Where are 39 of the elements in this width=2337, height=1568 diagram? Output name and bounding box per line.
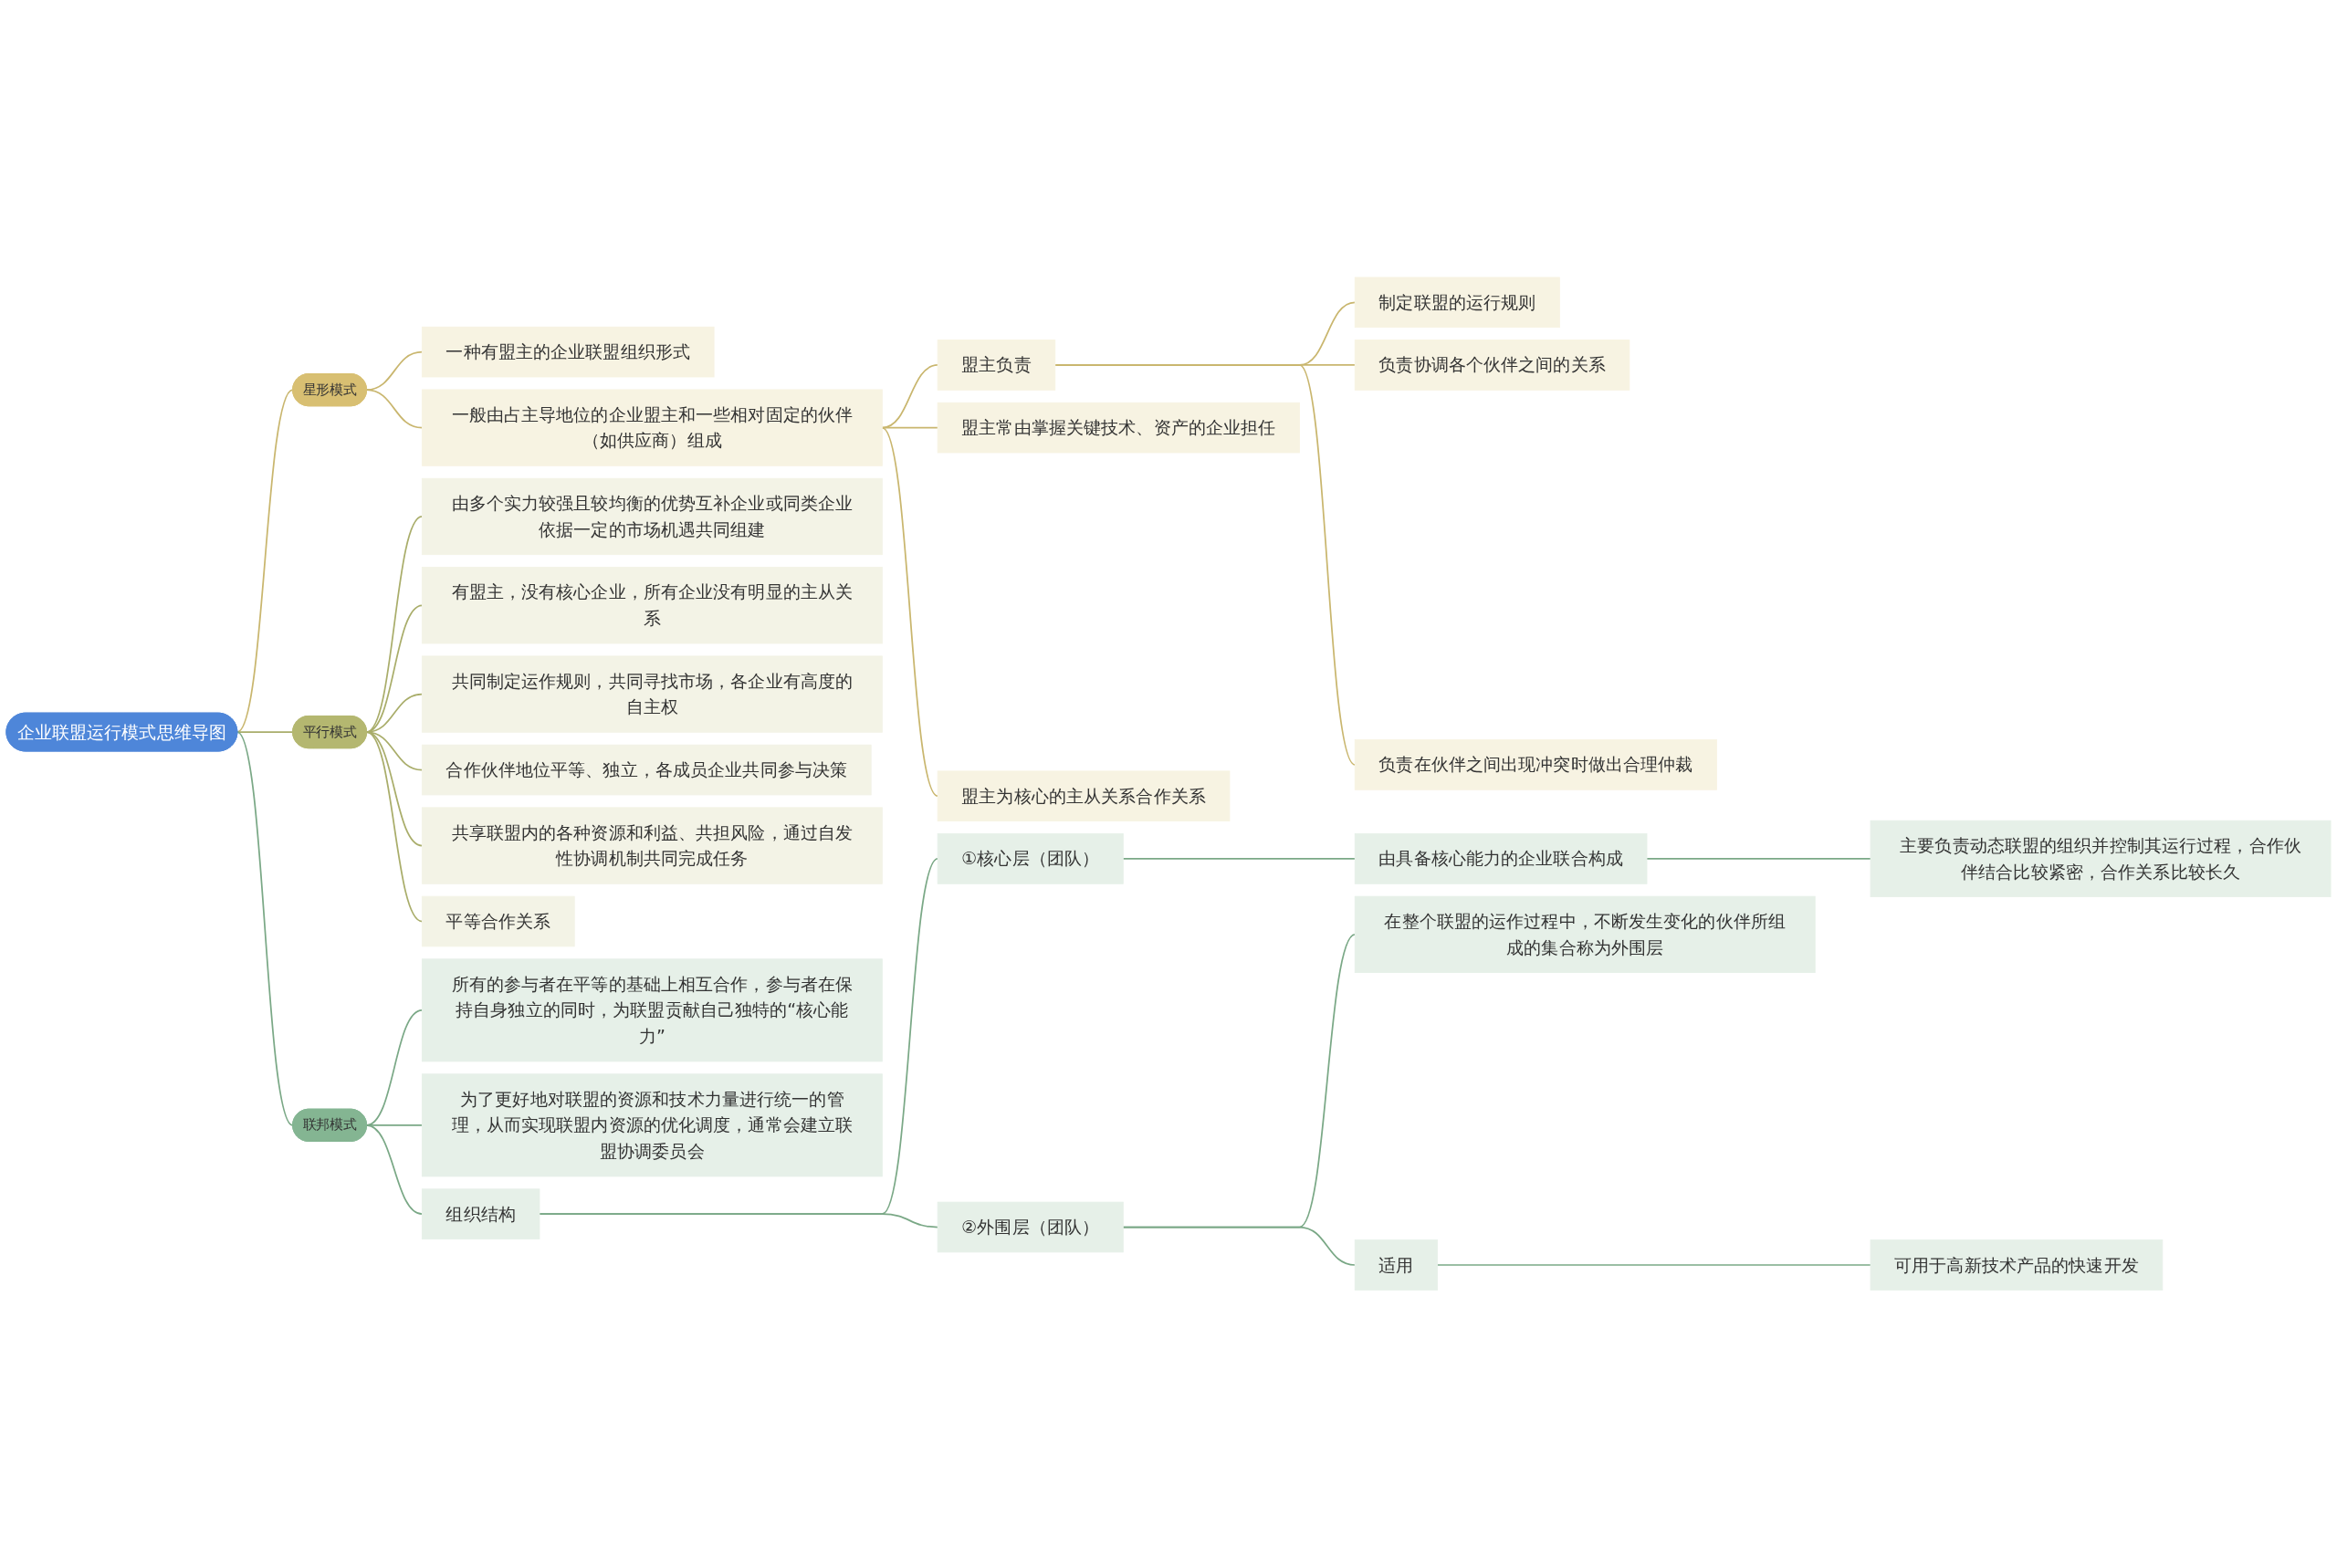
connector [236,731,294,1127]
connector [1122,858,1357,861]
node-box: 负责在伙伴之间出现冲突时做出合理仲裁 [1354,739,1717,791]
node-box: 制定联盟的运行规则 [1354,277,1560,329]
connector [1436,1264,1871,1267]
node-box: 共同制定运作规则，共同寻找市场，各企业有高度的自主权 [421,655,883,734]
connector [365,389,424,429]
connector [365,731,424,923]
node-box: 在整个联盟的运作过程中，不断发生变化的伙伴所组成的集合称为外围层 [1354,896,1816,974]
node-box: 一种有盟主的企业联盟组织形式 [421,327,715,378]
connector [881,364,939,429]
node-box: 组织结构 [421,1188,540,1240]
node-box: 适用 [1354,1239,1439,1291]
node-box: 由具备核心能力的企业联合构成 [1354,833,1648,885]
connector [365,1124,424,1216]
connector [1053,364,1357,767]
connector [881,427,939,798]
node-box: 盟主常由掌握关键技术、资产的企业担任 [937,402,1300,454]
connector [539,1213,939,1228]
connector [236,389,294,734]
node-box: 为了更好地对联盟的资源和技术力量进行统一的管理，从而实现联盟内资源的优化调度，通常会建立联盟协调委员会 [421,1073,883,1177]
node-box: 由多个实力较强且较均衡的优势互补企业或同类企业依据一定的市场机遇共同组建 [421,478,883,556]
connector [236,731,294,734]
node-box: 负责协调各个伙伴之间的关系 [1354,340,1630,392]
node-box: 有盟主，没有核心企业，所有企业没有明显的主从关系 [421,567,883,644]
connector [1122,1226,1357,1267]
node-box: 一般由占主导地位的企业盟主和一些相对固定的伙伴（如供应商）组成 [421,389,883,467]
node-box: 主要负责动态联盟的组织并控制其运行过程，合作伙伴结合比较紧密，合作关系比较长久 [1870,821,2332,898]
node-box: 合作伙伴地位平等、独立，各成员企业共同参与决策 [421,745,872,796]
node-box: ②外围层（团队） [937,1202,1124,1253]
node-box: 所有的参与者在平等的基础上相互合作，参与者在保持自身独立的同时，为联盟贡献自己独特的“核心能力” [421,958,883,1062]
node-box: 盟主为核心的主从关系合作关系 [937,770,1231,822]
node-box: 共享联盟内的各种资源和利益、共担风险，通过自发性协调机制共同完成任务 [421,807,883,885]
node-box: 平等合作关系 [421,896,575,947]
connector [365,731,424,847]
node-box: 盟主负责 [937,340,1056,392]
node-box: 可用于高新技术产品的快速开发 [1870,1239,2164,1291]
node-box: ①核心层（团队） [937,833,1124,885]
connector [1646,858,1871,861]
